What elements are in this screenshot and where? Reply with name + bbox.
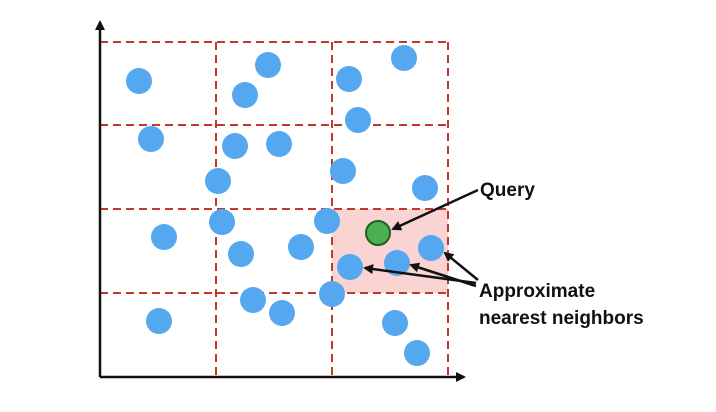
- data-point: [209, 209, 235, 235]
- data-point: [382, 310, 408, 336]
- neighbors-label-line1: Approximate: [479, 281, 595, 302]
- data-point: [330, 158, 356, 184]
- data-point: [319, 281, 345, 307]
- query-point: [365, 220, 391, 246]
- data-point: [205, 168, 231, 194]
- annotation-arrows: [363, 188, 479, 288]
- neighbor-arrow-3: [443, 251, 479, 281]
- data-point: [391, 45, 417, 71]
- data-point: [412, 175, 438, 201]
- query-arrow: [391, 188, 479, 231]
- query-label: Query: [480, 180, 535, 201]
- data-point: [228, 241, 254, 267]
- data-point: [314, 208, 340, 234]
- data-point: [418, 235, 444, 261]
- data-point: [269, 300, 295, 326]
- data-points: [126, 45, 444, 366]
- data-point: [255, 52, 281, 78]
- data-point: [240, 287, 266, 313]
- data-point: [345, 107, 371, 133]
- data-point: [404, 340, 430, 366]
- data-point: [222, 133, 248, 159]
- neighbor-arrow-2: [409, 262, 477, 288]
- data-point: [384, 250, 410, 276]
- data-point: [337, 254, 363, 280]
- data-point: [126, 68, 152, 94]
- data-point: [138, 126, 164, 152]
- data-point: [151, 224, 177, 250]
- data-point: [288, 234, 314, 260]
- data-point: [232, 82, 258, 108]
- axes: [95, 20, 466, 382]
- grid: [100, 41, 449, 377]
- data-point: [266, 131, 292, 157]
- data-point: [336, 66, 362, 92]
- neighbors-label-line2: nearest neighbors: [479, 308, 644, 329]
- data-point: [146, 308, 172, 334]
